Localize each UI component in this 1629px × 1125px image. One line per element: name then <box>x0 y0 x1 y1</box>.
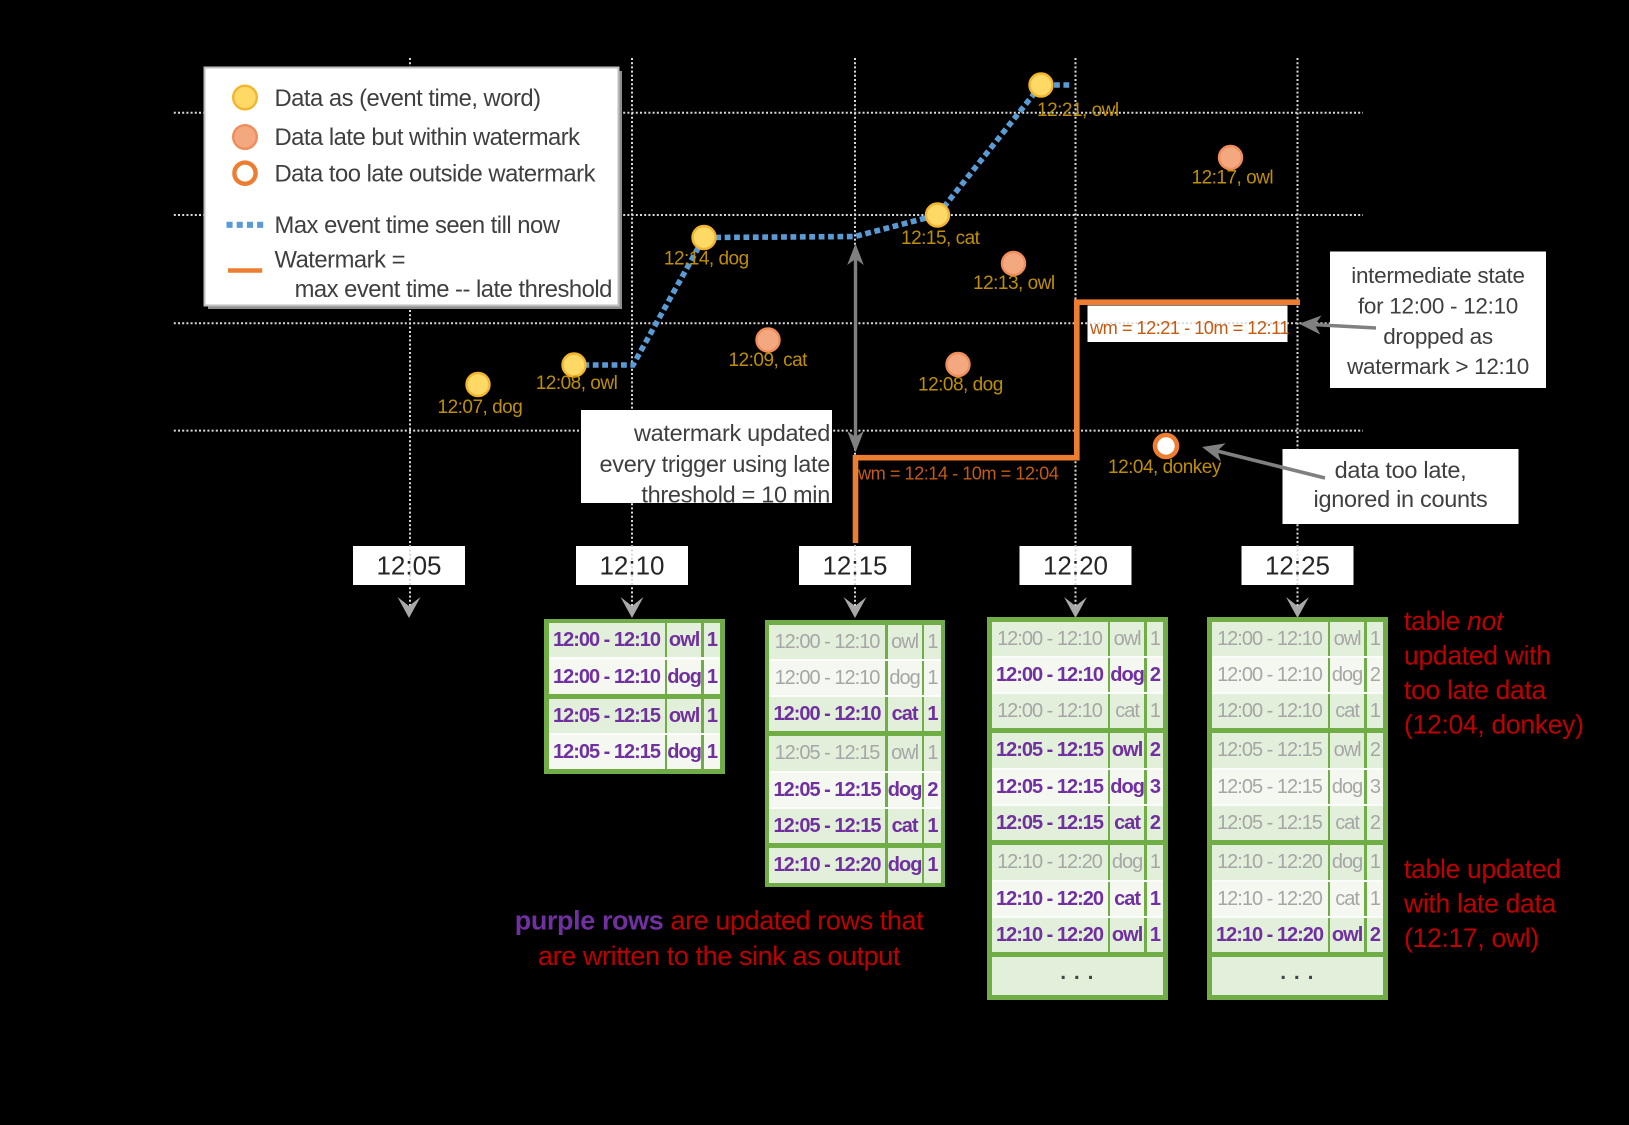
svg-text:(12:04, donkey): (12:04, donkey) <box>1404 710 1584 740</box>
svg-text:ignored in counts: ignored in counts <box>1314 486 1488 512</box>
svg-text:Data too late outside watermar: Data too late outside watermark <box>275 160 596 187</box>
svg-text:12:15: 12:15 <box>822 551 887 581</box>
svg-text:12:07, dog: 12:07, dog <box>438 397 523 418</box>
svg-text:Max event time seen till now: Max event time seen till now <box>275 212 561 239</box>
svg-text:are written to the sink as out: are written to the sink as output <box>538 941 901 971</box>
svg-text:12:20: 12:20 <box>1043 551 1108 581</box>
svg-text:12:25: 12:25 <box>1265 551 1330 581</box>
svg-text:12:08, dog: 12:08, dog <box>918 375 1003 396</box>
svg-text:wm = 12:21 - 10m = 12:11: wm = 12:21 - 10m = 12:11 <box>1089 318 1289 338</box>
svg-text:Watermark =: Watermark = <box>275 246 405 273</box>
svg-text:(12:17, owl): (12:17, owl) <box>1404 923 1539 953</box>
svg-text:every trigger using late: every trigger using late <box>599 451 830 477</box>
svg-text:data too late,: data too late, <box>1335 457 1467 483</box>
svg-text:table not: table not <box>1404 606 1505 636</box>
svg-text:watermark updated: watermark updated <box>633 420 830 446</box>
svg-text:12:14, dog: 12:14, dog <box>664 249 749 270</box>
svg-text:purple rows are updated rows t: purple rows are updated rows that <box>515 906 924 936</box>
svg-text:12:13, owl: 12:13, owl <box>973 273 1055 294</box>
svg-text:wm = 12:14 - 10m = 12:04: wm = 12:14 - 10m = 12:04 <box>857 464 1059 484</box>
svg-text:with late data: with late data <box>1403 889 1557 919</box>
svg-text:threshold = 10 min: threshold = 10 min <box>641 482 830 508</box>
svg-text:Data as (event time, word): Data as (event time, word) <box>275 85 541 112</box>
svg-text:max event time -- late thresho: max event time -- late threshold <box>295 276 612 303</box>
svg-text:12:21, owl: 12:21, owl <box>1037 100 1119 121</box>
svg-text:12:04, donkey: 12:04, donkey <box>1108 457 1222 478</box>
svg-text:too late data: too late data <box>1404 675 1547 705</box>
svg-text:12:09, cat: 12:09, cat <box>729 350 809 371</box>
svg-text:intermediate state: intermediate state <box>1351 263 1524 288</box>
svg-text:dropped as: dropped as <box>1383 324 1493 349</box>
svg-text:for 12:00 - 12:10: for 12:00 - 12:10 <box>1358 293 1518 318</box>
svg-text:watermark > 12:10: watermark > 12:10 <box>1346 354 1529 379</box>
svg-text:12:15, cat: 12:15, cat <box>901 228 981 249</box>
svg-text:Data late but within watermark: Data late but within watermark <box>275 124 581 151</box>
svg-text:12:10: 12:10 <box>599 551 664 581</box>
svg-text:12:08, owl: 12:08, owl <box>536 373 618 394</box>
svg-text:updated with: updated with <box>1404 641 1551 671</box>
svg-text:12:05: 12:05 <box>376 551 441 581</box>
svg-text:table updated: table updated <box>1404 854 1561 884</box>
svg-text:12:17, owl: 12:17, owl <box>1192 168 1274 189</box>
